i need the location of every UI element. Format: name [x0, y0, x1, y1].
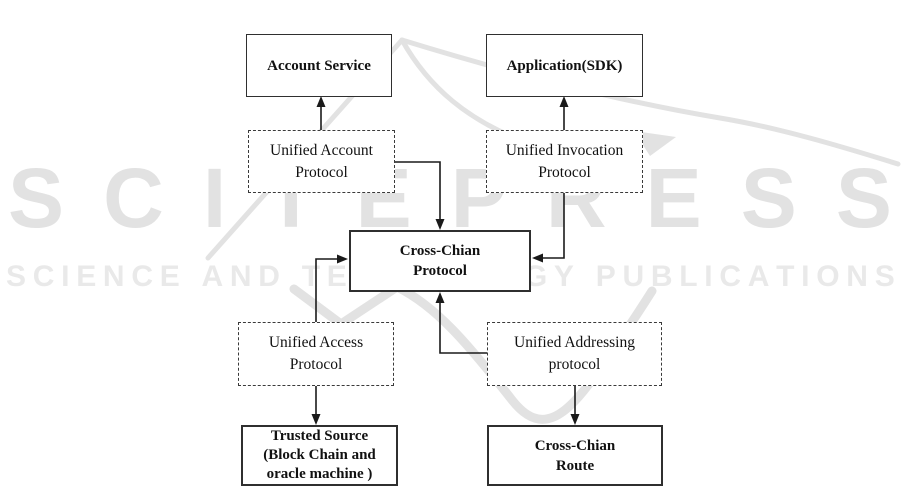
node-label: Protocol: [413, 263, 467, 279]
node-label: (Block Chain and: [263, 447, 376, 463]
node-label: Application(SDK): [506, 57, 623, 74]
node-label: Protocol: [295, 163, 348, 181]
node-trusted-source: Trusted Source (Block Chain and oracle m…: [241, 425, 398, 486]
node-account-service: Account Service: [246, 34, 392, 97]
node-label: Unified Addressing: [514, 334, 635, 351]
node-label: Unified Access: [268, 334, 364, 351]
node-label: protocol: [548, 356, 601, 373]
node-application-sdk: Application(SDK): [486, 34, 643, 97]
node-label: Account Service: [267, 57, 371, 74]
node-label: oracle machine ): [266, 466, 373, 482]
swoosh-flag-shape: [634, 131, 676, 156]
node-label: Cross-Chian: [534, 437, 616, 454]
node-label: Protocol: [289, 356, 343, 373]
node-label: Unified Account: [270, 141, 373, 159]
node-label: Unified Invocation: [505, 141, 624, 159]
node-label: Route: [555, 457, 595, 474]
node-cross-chain-protocol: Cross-Chian Protocol: [349, 230, 531, 292]
node-unified-account-protocol: Unified Account Protocol: [248, 130, 395, 193]
node-unified-addressing-protocol: Unified Addressing protocol: [487, 322, 662, 386]
node-label: Trusted Source: [270, 428, 369, 444]
node-label: Cross-Chian: [399, 243, 481, 259]
node-label: Protocol: [538, 163, 591, 181]
node-cross-chain-route: Cross-Chian Route: [487, 425, 663, 486]
node-unified-invocation-protocol: Unified Invocation Protocol: [486, 130, 643, 193]
node-unified-access-protocol: Unified Access Protocol: [238, 322, 394, 386]
